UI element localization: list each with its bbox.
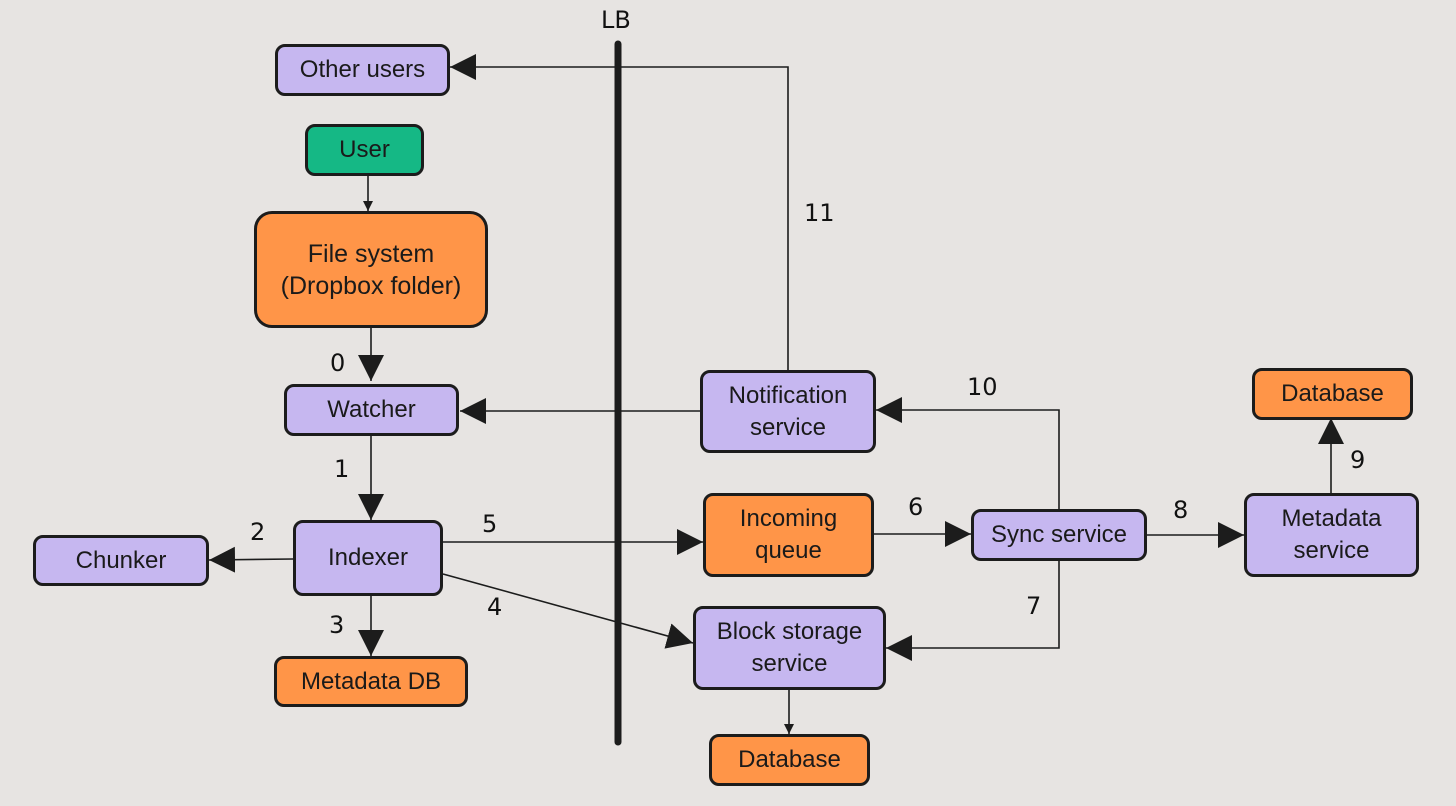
node-sync-service: Sync service <box>971 509 1147 561</box>
node-incoming-queue: Incoming queue <box>703 493 874 577</box>
node-other-users: Other users <box>275 44 450 96</box>
load-balancer-label: LB <box>601 6 631 34</box>
node-user: User <box>305 124 424 176</box>
node-notification-service: Notification service <box>700 370 876 453</box>
node-database-right: Database <box>1252 368 1413 420</box>
edge-label-1: 1 <box>334 455 350 483</box>
edge-label-7: 7 <box>1026 592 1042 620</box>
edge-label-10: 10 <box>967 373 998 401</box>
edge-label-6: 6 <box>908 493 924 521</box>
edge-indexer-chunker <box>208 546 294 573</box>
edge-label-9: 9 <box>1350 446 1366 474</box>
edge-label-0: 0 <box>330 349 346 377</box>
edge-label-11: 11 <box>804 199 835 227</box>
node-metadata-db: Metadata DB <box>274 656 468 707</box>
node-database-bottom: Database <box>709 734 870 786</box>
node-file-system: File system (Dropbox folder) <box>254 211 488 328</box>
edge-label-4: 4 <box>487 593 503 621</box>
edge-indexer-blockstorage <box>442 573 694 649</box>
node-indexer: Indexer <box>293 520 443 596</box>
node-block-storage-service: Block storage service <box>693 606 886 690</box>
node-watcher: Watcher <box>284 384 459 436</box>
edge-label-8: 8 <box>1173 496 1189 524</box>
node-chunker: Chunker <box>33 535 209 586</box>
edge-sync-blockstorage <box>886 560 1060 661</box>
edge-label-5: 5 <box>482 510 498 538</box>
edge-label-3: 3 <box>329 611 345 639</box>
edge-sync-notification <box>876 397 1060 509</box>
edge-label-2: 2 <box>250 518 266 546</box>
edge-notification-otherusers <box>450 54 789 370</box>
node-metadata-service: Metadata service <box>1244 493 1419 577</box>
